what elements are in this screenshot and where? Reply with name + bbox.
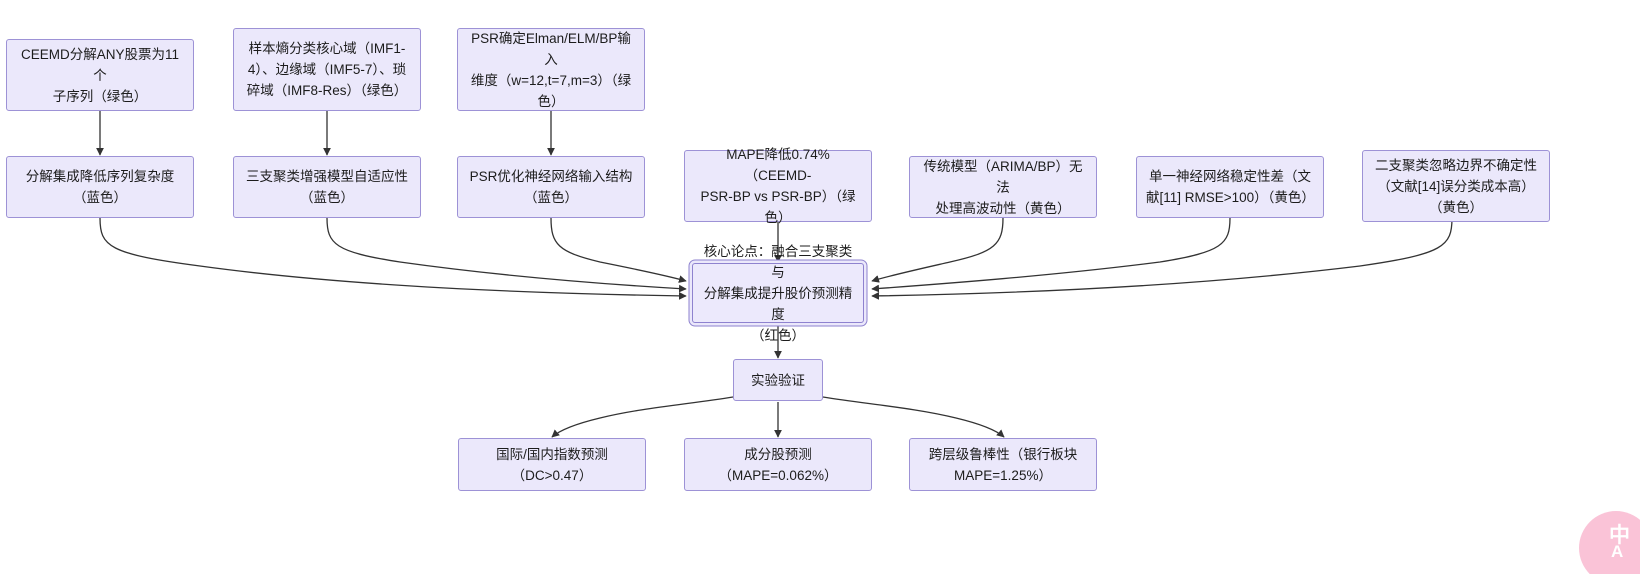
node-label: 实验验证 bbox=[751, 372, 805, 388]
node-label: CEEMD分解ANY股票为11个 子序列（绿色） bbox=[20, 46, 180, 104]
edge-experiment-to-index bbox=[551, 396, 734, 438]
node-label: MAPE降低0.74%（CEEMD- PSR-BP vs PSR-BP）（绿 色… bbox=[700, 147, 856, 225]
node-label: 分解集成降低序列复杂度 （蓝色） bbox=[25, 169, 175, 205]
edge-experiment-to-robust bbox=[822, 396, 1005, 438]
watermark-secondary: A bbox=[1611, 542, 1625, 561]
node-label: 传统模型（ARIMA/BP）无法 处理高波动性（黄色） bbox=[923, 158, 1083, 216]
node-label: 样本熵分类核心域（IMF1- 4）、边缘域（IMF5-7）、琐 碎域（IMF8-… bbox=[246, 41, 408, 98]
node-label: PSR确定Elman/ELM/BP输入 维度（w=12,t=7,m=3）（绿 色… bbox=[470, 30, 632, 109]
node-experimental-validation[interactable]: 实验验证 bbox=[733, 359, 823, 401]
node-ceemd-decomposition[interactable]: CEEMD分解ANY股票为11个 子序列（绿色） bbox=[6, 39, 194, 111]
node-traditional-model-limitation[interactable]: 传统模型（ARIMA/BP）无法 处理高波动性（黄色） bbox=[909, 156, 1097, 218]
edge-threeway-to-core bbox=[326, 217, 687, 293]
watermark-text: 中 A bbox=[1609, 524, 1631, 566]
node-psr-optimizes-input-structure[interactable]: PSR优化神经网络输入结构 （蓝色） bbox=[457, 156, 645, 218]
node-label: 成分股预测 （MAPE=0.062%） bbox=[718, 446, 838, 483]
node-decomposition-reduces-complexity[interactable]: 分解集成降低序列复杂度 （蓝色） bbox=[6, 156, 194, 218]
edge-traditional-to-core bbox=[871, 217, 1004, 283]
node-index-forecast[interactable]: 国际/国内指数预测 （DC>0.47） bbox=[458, 438, 646, 491]
node-sample-entropy-classification[interactable]: 样本熵分类核心域（IMF1- 4）、边缘域（IMF5-7）、琐 碎域（IMF8-… bbox=[233, 28, 421, 111]
node-label: 二支聚类忽略边界不确定性 （文献[14]误分类成本高） （黄色） bbox=[1375, 157, 1537, 215]
node-label: 核心论点：融合三支聚类与 分解集成提升股价预测精度 （红色） bbox=[703, 243, 853, 343]
watermark-badge: 中 A bbox=[1579, 511, 1640, 574]
node-mape-reduction[interactable]: MAPE降低0.74%（CEEMD- PSR-BP vs PSR-BP）（绿 色… bbox=[684, 147, 872, 225]
node-psr-input-dimension[interactable]: PSR确定Elman/ELM/BP输入 维度（w=12,t=7,m=3）（绿 色… bbox=[457, 28, 645, 111]
node-cross-level-robustness[interactable]: 跨层级鲁棒性（银行板块 MAPE=1.25%） bbox=[909, 438, 1097, 491]
node-constituent-stock-forecast[interactable]: 成分股预测 （MAPE=0.062%） bbox=[684, 438, 872, 491]
node-label: 三支聚类增强模型自适应性 （蓝色） bbox=[246, 169, 408, 205]
watermark-primary: 中 bbox=[1609, 524, 1631, 547]
node-core-claim[interactable]: 核心论点：融合三支聚类与 分解集成提升股价预测精度 （红色） bbox=[692, 244, 864, 343]
edge-decomp-to-core bbox=[99, 217, 687, 300]
node-label: 国际/国内指数预测 （DC>0.47） bbox=[496, 446, 608, 483]
node-label: 单一神经网络稳定性差（文 献[11] RMSE>100）（黄色） bbox=[1146, 169, 1315, 205]
node-single-neural-network-instability[interactable]: 单一神经网络稳定性差（文 献[11] RMSE>100）（黄色） bbox=[1136, 156, 1324, 218]
edge-singlenn-to-core bbox=[871, 217, 1231, 293]
node-label: PSR优化神经网络输入结构 （蓝色） bbox=[469, 169, 633, 205]
edge-twoway-to-core bbox=[871, 217, 1453, 300]
node-two-way-clustering-boundary[interactable]: 二支聚类忽略边界不确定性 （文献[14]误分类成本高） （黄色） bbox=[1362, 150, 1550, 222]
node-three-way-clustering-adaptivity[interactable]: 三支聚类增强模型自适应性 （蓝色） bbox=[233, 156, 421, 218]
edge-psrstruct-to-core bbox=[550, 217, 687, 283]
node-label: 跨层级鲁棒性（银行板块 MAPE=1.25%） bbox=[928, 446, 1078, 483]
